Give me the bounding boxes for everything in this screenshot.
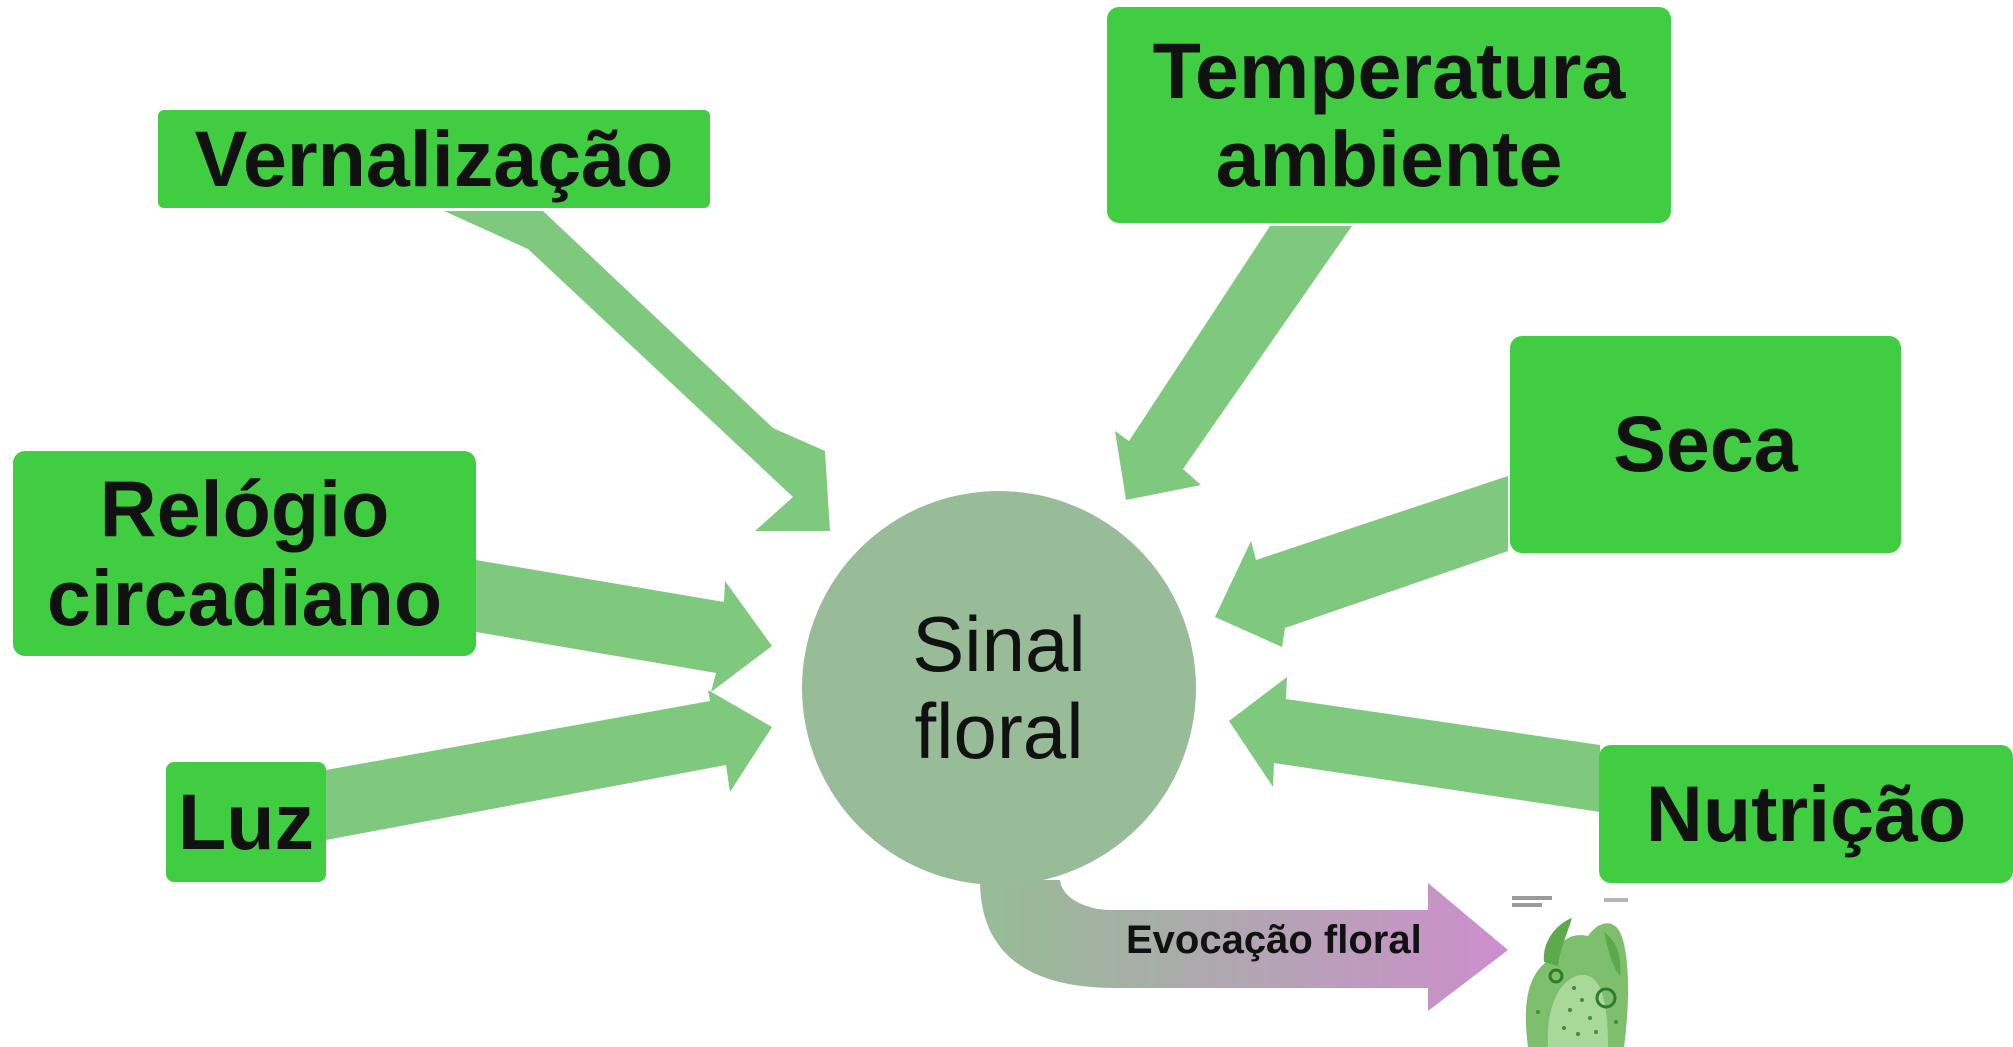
evocacao-floral-label: Evocação floral [1126, 918, 1422, 962]
temperatura-label-line2: ambiente [1215, 114, 1563, 203]
temperatura-ambiente-box: Temperatura ambiente [1107, 7, 1671, 223]
arrow-relogio [476, 560, 772, 692]
arrow-seca [1215, 476, 1508, 647]
luz-box: Luz [166, 762, 326, 882]
nutricao-box: Nutrição [1599, 745, 2013, 883]
seca-box: Seca [1510, 336, 1901, 553]
sinal-floral-node: Sinal floral [802, 491, 1196, 885]
arrow-nutricao [1229, 677, 1600, 812]
arrow-evocacao [980, 880, 1508, 1011]
temperatura-label-line1: Temperatura [1152, 25, 1626, 115]
relogio-label-line2: circadiano [46, 552, 443, 642]
relogio-circadiano-box: Relógio circadiano [13, 451, 476, 656]
arrow-temperatura [1115, 226, 1352, 500]
arrow-vernalizacao [444, 211, 830, 531]
shoot-apex-micrograph-icon [1508, 892, 1633, 1047]
nutricao-label: Nutrição [1645, 768, 1967, 858]
relogio-label-line1: Relógio [99, 464, 390, 554]
center-label-line1: Sinal [912, 599, 1086, 688]
arrow-luz [326, 690, 772, 840]
vernalizacao-box: Vernalização [158, 110, 710, 208]
center-label-line2: floral [914, 687, 1084, 775]
seca-label: Seca [1613, 399, 1798, 489]
vernalizacao-label: Vernalização [194, 113, 674, 203]
luz-label: Luz [177, 776, 314, 866]
